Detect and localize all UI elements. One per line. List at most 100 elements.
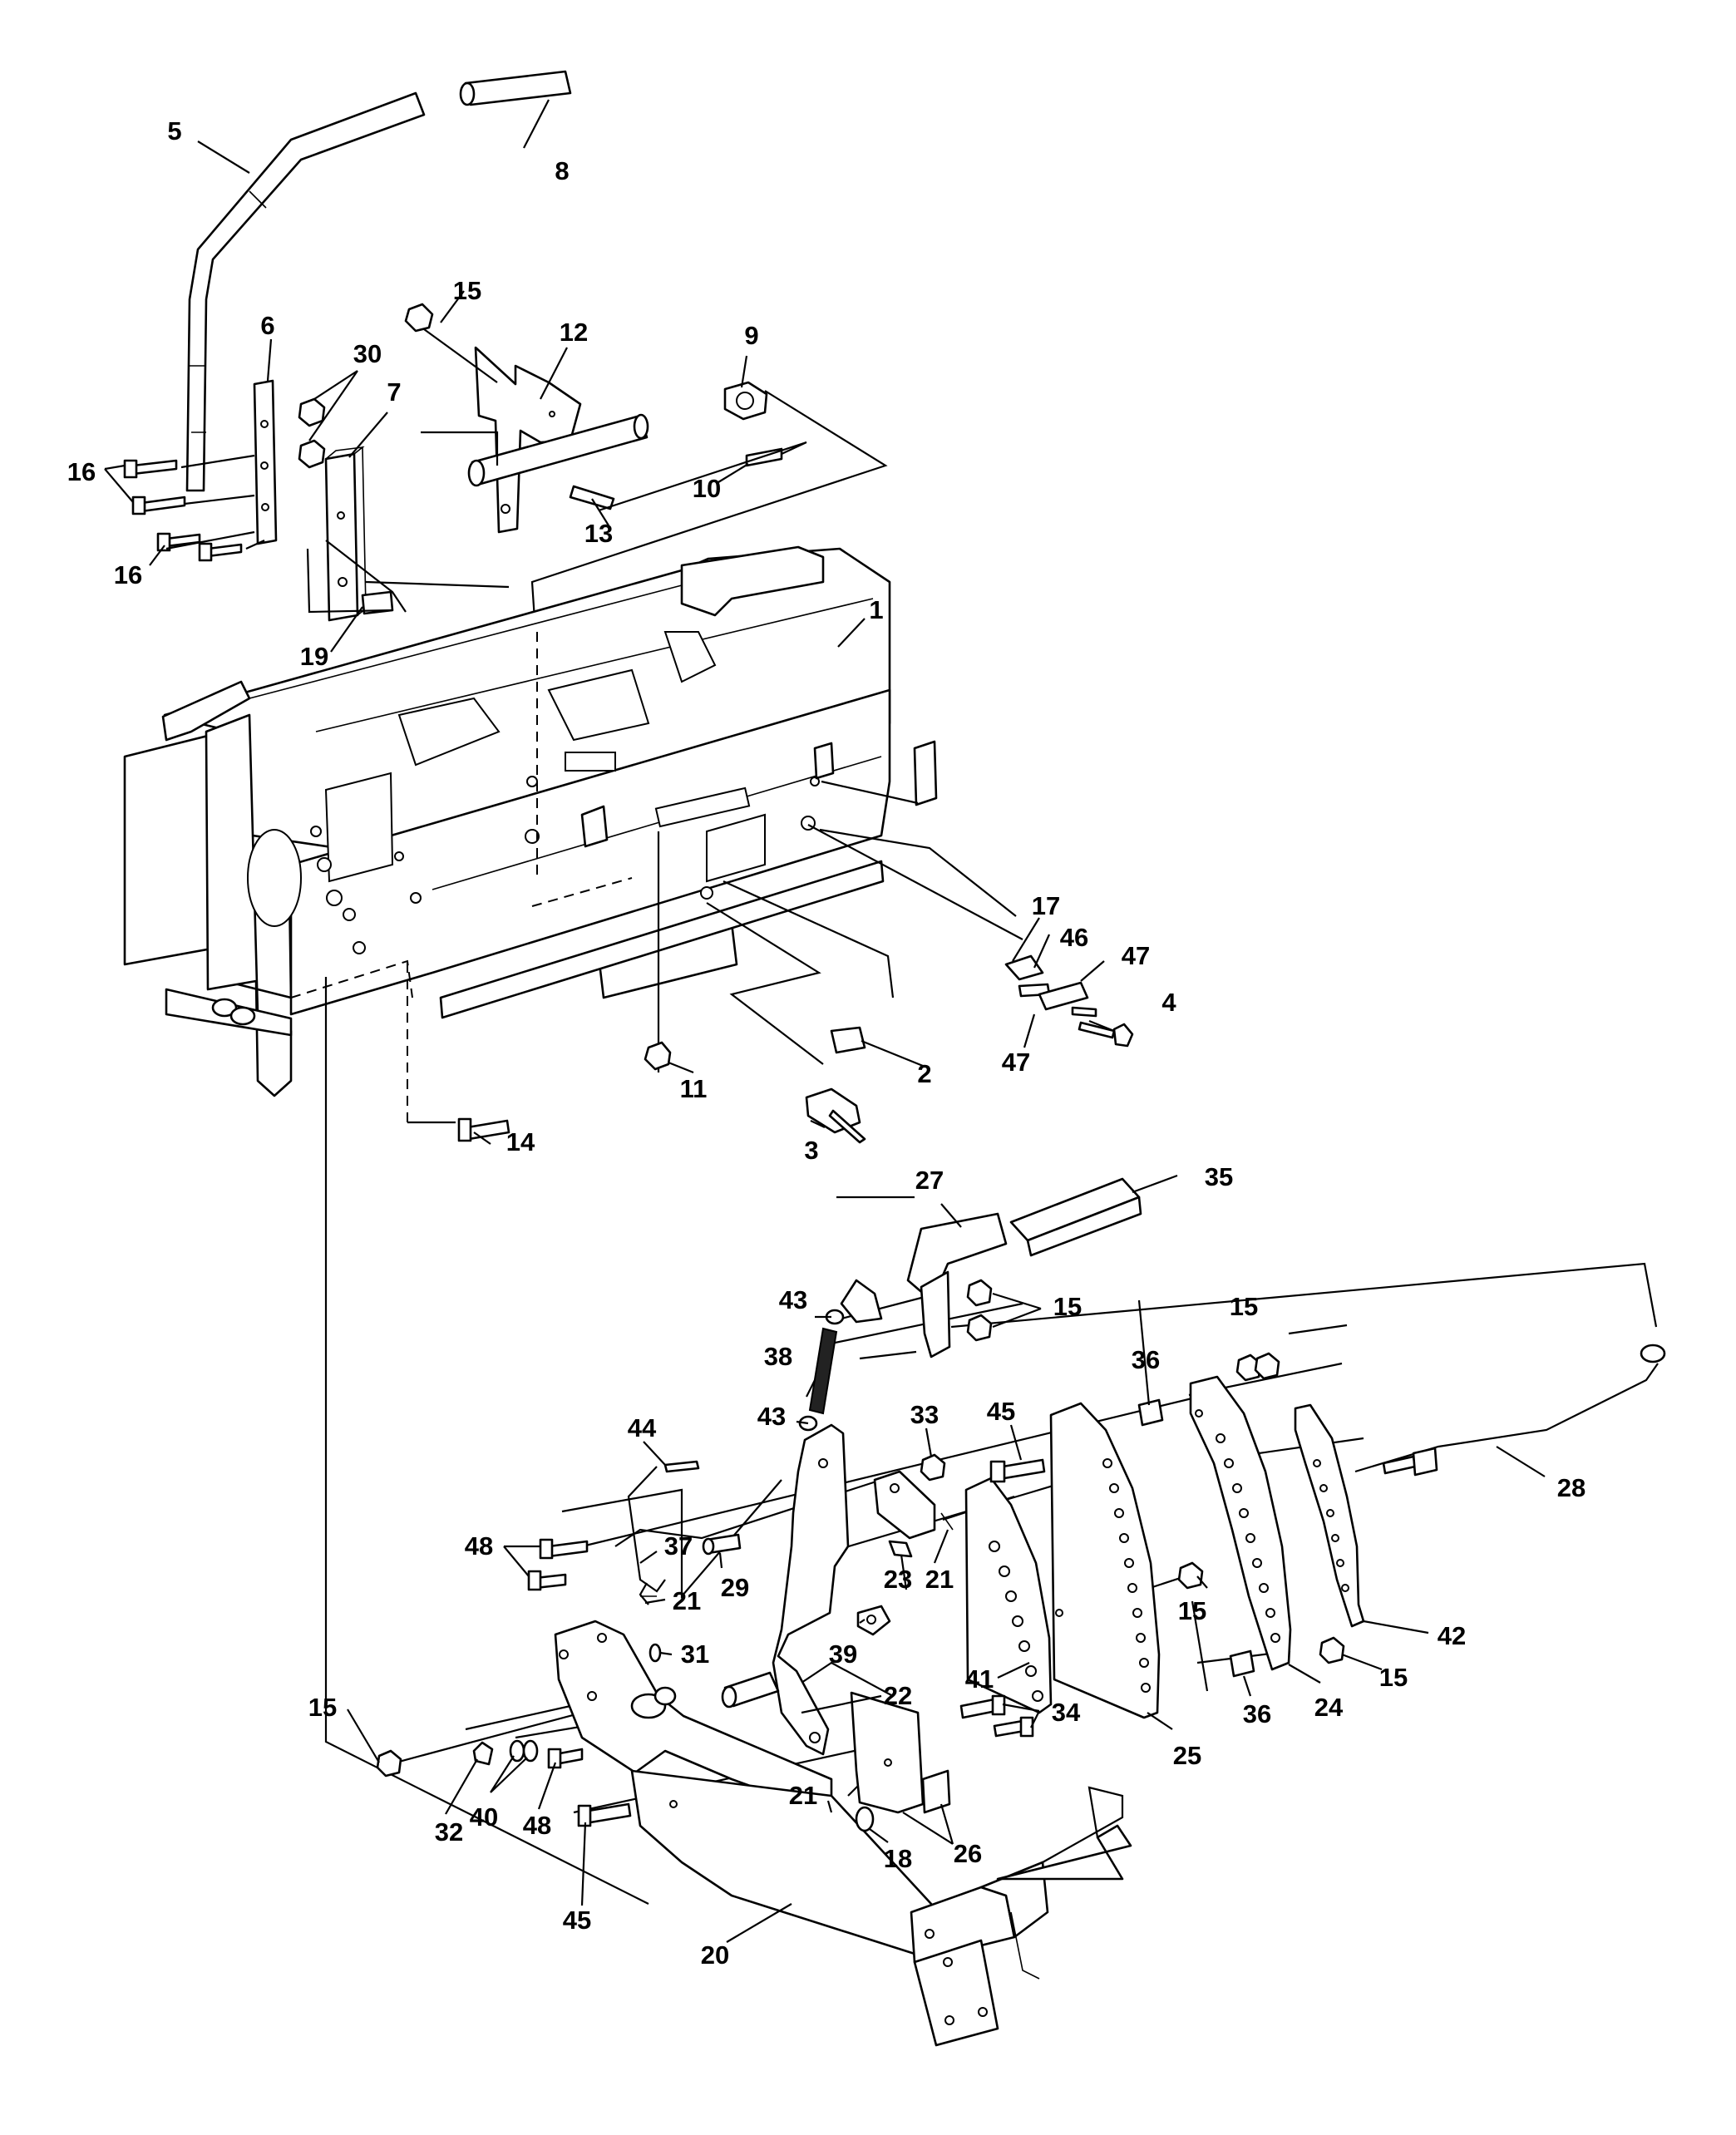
callout-4: 4 [1161,988,1176,1017]
callout-15-f: 15 [1379,1663,1408,1692]
nuts-30 [298,397,326,469]
callout-43-a: 43 [779,1285,807,1314]
callout-21-b: 21 [673,1586,701,1615]
handle-bracket-6 [253,379,278,545]
handle-bracket-7 [324,446,367,622]
callout-15-b: 15 [1053,1292,1082,1321]
callout-6: 6 [260,311,274,340]
callout-7: 7 [387,377,401,407]
callout-47-b: 47 [1002,1048,1030,1077]
callout-31: 31 [681,1639,709,1669]
callout-45-a: 45 [987,1397,1015,1426]
pedal-pad-35 [1009,1177,1142,1257]
main-frame-1 [123,545,938,1097]
rod-44 [627,1460,700,1605]
callout-42: 42 [1438,1621,1466,1650]
callout-11: 11 [680,1074,708,1103]
callout-21-c: 21 [789,1781,817,1810]
nut-33 [920,1453,946,1482]
callout-48-a: 48 [465,1531,493,1561]
handle-assembly-lines [165,328,888,633]
washer-18 [855,1806,875,1832]
callout-29: 29 [721,1573,749,1602]
cable-28 [1354,1344,1666,1477]
plate-24 [1189,1375,1292,1671]
callout-38: 38 [764,1342,792,1371]
lever-22 [772,1423,850,1756]
callout-35: 35 [1205,1162,1233,1191]
nuts-15-pedal [966,1279,993,1342]
callout-5: 5 [167,116,181,145]
hand-grip [459,70,572,106]
callout-24: 24 [1314,1693,1344,1722]
bushing-22 [721,1671,780,1708]
callout-22: 22 [884,1681,912,1710]
callout-44: 44 [628,1413,657,1442]
plate-25 [1049,1402,1161,1719]
callout-16-b: 16 [114,560,142,589]
callout-47-a: 47 [1122,941,1150,970]
callout-43-b: 43 [757,1402,786,1431]
callout-14: 14 [506,1127,535,1156]
callout-36-b: 36 [1243,1699,1271,1728]
bolts-34 [959,1694,1034,1738]
callout-17: 17 [1032,891,1060,920]
callout-15-top: 15 [453,276,481,305]
plate-42 [1294,1403,1365,1628]
callout-10: 10 [693,474,721,503]
bolt-45-upper [989,1458,1046,1483]
callout-15-e: 15 [308,1693,337,1722]
callout-13: 13 [584,519,613,548]
callout-39: 39 [829,1639,857,1669]
callout-26: 26 [954,1839,982,1868]
callout-18: 18 [884,1844,912,1873]
bracket-26 [850,1691,951,1814]
flange-bearing-9 [723,381,768,421]
handle-tube [185,91,426,492]
mid-parts [457,954,1134,1144]
callout-30: 30 [353,339,382,368]
callout-36-a: 36 [1132,1345,1160,1374]
nuts-15-plates [376,1352,1345,1778]
callout-33: 33 [910,1400,939,1429]
callout-32: 32 [435,1817,463,1847]
pedal-arm-27 [840,1212,1008,1358]
callout-19: 19 [300,642,328,671]
callout-15-c: 15 [1230,1292,1258,1321]
plate-41 [964,1477,1053,1714]
callout-28: 28 [1557,1473,1586,1502]
callout-1: 1 [869,595,883,624]
callout-41: 41 [965,1664,994,1694]
callout-labels: 5 8 15 12 9 6 30 7 16 10 13 16 19 1 17 4… [67,116,1586,1970]
callout-40: 40 [470,1802,498,1832]
callout-16-a: 16 [67,457,96,486]
pivot-shaft [467,413,649,487]
callout-23: 23 [884,1565,912,1594]
callout-46: 46 [1060,923,1088,952]
bolts-48 [527,1538,589,1769]
bolt-13 [569,485,615,510]
callout-20: 20 [701,1940,729,1970]
lower-frame-20 [554,1620,1132,2047]
callout-25: 25 [1173,1741,1201,1770]
spacers-36 [1137,1398,1255,1678]
bolts-16 [123,459,243,562]
bolt-45-lower [577,1802,632,1827]
clip-39 [856,1605,891,1636]
washers-40-clip-32 [472,1739,539,1766]
callout-15-d: 15 [1178,1596,1206,1625]
callout-12: 12 [560,318,588,347]
callout-2: 2 [917,1059,931,1088]
callout-9: 9 [744,321,758,350]
frame-lines [290,632,1023,1905]
callout-45-b: 45 [563,1906,591,1935]
spring-38 [798,1309,845,1432]
pin-31 [649,1643,662,1663]
callout-3: 3 [804,1136,818,1165]
link-23 [873,1470,936,1558]
callout-27: 27 [915,1166,944,1195]
leaders [104,99,1546,1943]
pin-29 [702,1533,742,1556]
callout-21-a: 21 [925,1565,954,1594]
callout-34: 34 [1052,1698,1081,1727]
